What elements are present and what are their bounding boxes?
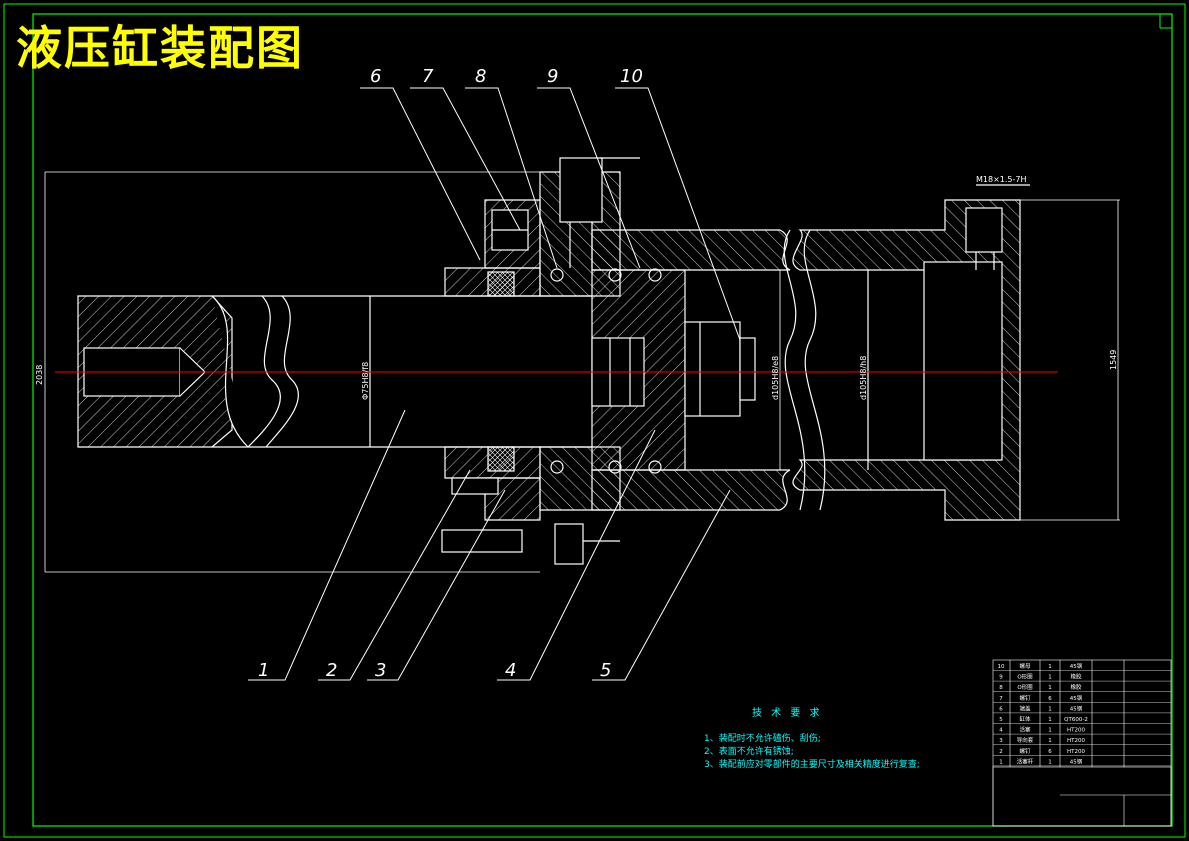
parts-cell-material: 橡胶 [1070, 673, 1082, 681]
parts-cell-no: 4 [999, 728, 1003, 734]
parts-cell-name: O形圈 [1017, 683, 1033, 691]
parts-cell-name: 活塞 [1019, 726, 1031, 734]
dim-thread: M18×1.5-7H [976, 175, 1027, 184]
part-number-10: 10 [620, 66, 643, 87]
parts-cell-qty: 1 [1048, 664, 1052, 670]
tech-heading: 技 术 要 求 [752, 708, 823, 719]
cylinder-wall-top [591, 229, 791, 271]
tech-requirements: 技 术 要 求 1、装配时不允许磕伤、刮伤; 2、表面不允许有锈蚀; 3、装配前… [704, 704, 920, 772]
parts-cell-material: 45钢 [1070, 694, 1083, 702]
part-number-5: 5 [600, 660, 611, 681]
parts-cell-material: 45钢 [1070, 704, 1083, 712]
parts-cell-qty: 6 [1048, 749, 1052, 755]
parts-cell-qty: 1 [1048, 706, 1052, 712]
part-number-3: 3 [375, 660, 386, 681]
dim-length-right: 1549 [1109, 350, 1118, 370]
parts-cell-material: HT200 [1067, 749, 1085, 755]
parts-cell-no: 9 [999, 675, 1003, 681]
parts-cell-material: 橡胶 [1070, 683, 1082, 691]
parts-cell-qty: 1 [1048, 759, 1052, 765]
parts-cell-qty: 1 [1048, 685, 1052, 691]
parts-cell-material: QT600-2 [1064, 717, 1088, 723]
parts-cell-no: 7 [999, 696, 1003, 702]
part-number-1: 1 [258, 660, 269, 681]
parts-cell-qty: 6 [1048, 696, 1052, 702]
parts-cell-name: 导向套 [1017, 736, 1034, 744]
part-number-6: 6 [370, 66, 381, 87]
parts-cell-no: 8 [999, 685, 1003, 691]
parts-cell-qty: 1 [1048, 738, 1052, 744]
dim-overall-height: 2038 [35, 365, 44, 385]
parts-cell-name: 端盖 [1019, 704, 1031, 712]
dim-bore-dia-1: d105H8/e8 [771, 356, 780, 400]
parts-list [992, 659, 1172, 827]
tech-line-2: 2、表面不允许有锈蚀; [704, 747, 794, 757]
parts-cell-qty: 1 [1048, 717, 1052, 723]
outer-frame [3, 3, 1186, 838]
parts-cell-material: 45钢 [1070, 662, 1083, 670]
part-number-4: 4 [505, 660, 516, 681]
tech-line-1: 1、装配时不允许磕伤、刮伤; [704, 734, 821, 744]
parts-cell-material: HT200 [1067, 738, 1085, 744]
parts-cell-material: 45钢 [1070, 757, 1083, 765]
parts-cell-no: 10 [998, 664, 1005, 670]
part-number-2: 2 [326, 660, 337, 681]
tech-line-3: 3、装配前应对零部件的主要尺寸及相关精度进行复查; [704, 760, 920, 770]
parts-cell-qty: 1 [1048, 728, 1052, 734]
part-number-7: 7 [422, 66, 434, 87]
part-number-9: 9 [547, 66, 558, 87]
dim-rod-dia: Φ75H8/f8 [361, 362, 370, 400]
dim-bore-dia-2: d105H8/h8 [859, 356, 868, 400]
parts-cell-material: HT200 [1067, 728, 1085, 734]
inner-frame [32, 13, 1173, 827]
parts-cell-name: 螺钉 [1019, 694, 1031, 702]
parts-cell-name: 缸体 [1019, 715, 1031, 723]
parts-cell-name: O形圈 [1017, 673, 1033, 681]
parts-cell-no: 6 [999, 706, 1003, 712]
part-number-8: 8 [475, 66, 486, 87]
parts-cell-name: 螺钉 [1019, 747, 1031, 755]
parts-cell-name: 活塞杆 [1017, 757, 1034, 765]
parts-cell-no: 2 [999, 749, 1003, 755]
parts-cell-qty: 1 [1048, 675, 1052, 681]
drawing-title: 液压缸装配图 [16, 21, 304, 75]
parts-cell-no: 1 [999, 759, 1003, 765]
parts-cell-no: 3 [999, 738, 1003, 744]
parts-cell-no: 5 [999, 717, 1003, 723]
parts-cell-name: 螺母 [1019, 662, 1031, 670]
